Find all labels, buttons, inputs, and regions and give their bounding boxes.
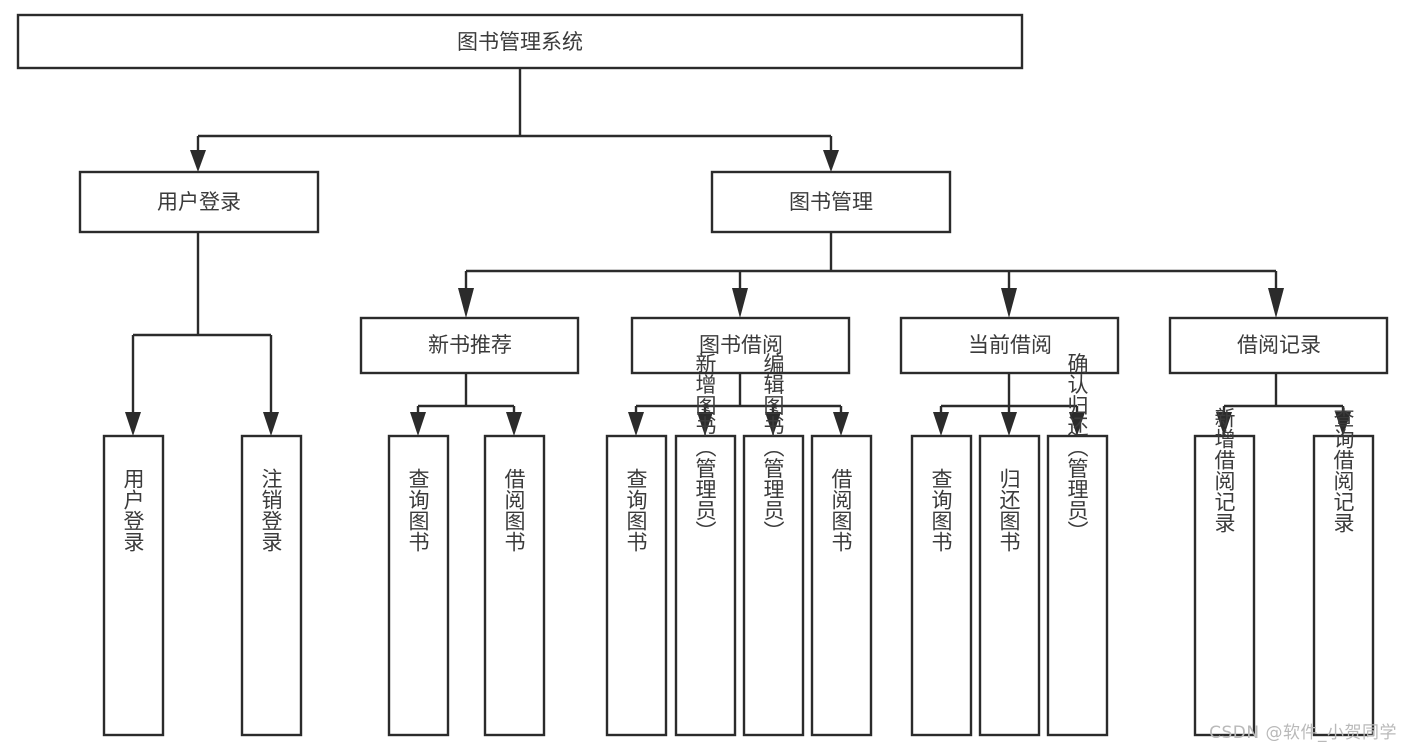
node-leaf-query-book-1-label: 查询图书 bbox=[406, 468, 430, 552]
node-root-label: 图书管理系统 bbox=[457, 30, 583, 54]
node-borrow-record-label: 借阅记录 bbox=[1237, 333, 1321, 357]
node-leaf-add-record[interactable]: 新增借阅记录 bbox=[1193, 407, 1256, 737]
node-leaf-confirm-return-box[interactable] bbox=[1046, 434, 1109, 737]
arrow-head-leaf-edit-book bbox=[765, 412, 781, 436]
node-leaf-query-book-3-label: 查询图书 bbox=[929, 468, 953, 552]
node-leaf-query-book-3[interactable]: 查询图书 bbox=[910, 434, 973, 737]
node-book-borrow[interactable]: 图书借阅 bbox=[630, 316, 851, 375]
arrow-head-new-book-recommend bbox=[458, 288, 474, 318]
node-leaf-return-book-box[interactable] bbox=[978, 434, 1041, 737]
node-user-login-box[interactable] bbox=[78, 170, 320, 234]
node-leaf-query-book-1[interactable]: 查询图书 bbox=[387, 434, 450, 737]
node-leaf-confirm-return[interactable]: 确认归还（管理员） bbox=[1046, 353, 1109, 737]
node-leaf-add-book[interactable]: 新增图书（管理员） bbox=[674, 353, 737, 737]
node-leaf-logout-login-label: 注销登录 bbox=[259, 468, 283, 552]
node-leaf-query-record-box[interactable] bbox=[1312, 434, 1375, 737]
node-current-borrow-label: 当前借阅 bbox=[968, 333, 1052, 357]
node-current-borrow-box[interactable] bbox=[899, 316, 1120, 375]
node-leaf-borrow-book-1-label: 借阅图书 bbox=[502, 468, 526, 552]
node-borrow-record[interactable]: 借阅记录 bbox=[1168, 316, 1389, 375]
node-current-borrow[interactable]: 当前借阅 bbox=[899, 316, 1120, 375]
arrow-head-leaf-logout-login bbox=[263, 412, 279, 436]
arrow-head-leaf-query-book-3 bbox=[933, 412, 949, 436]
node-user-login-label: 用户登录 bbox=[157, 190, 241, 214]
node-root-box[interactable] bbox=[16, 13, 1024, 70]
node-leaf-return-book-label: 归还图书 bbox=[997, 468, 1021, 552]
node-leaf-add-record-box[interactable] bbox=[1193, 434, 1256, 737]
node-new-book-recommend-label: 新书推荐 bbox=[428, 333, 512, 357]
node-new-book-recommend[interactable]: 新书推荐 bbox=[359, 316, 580, 375]
arrow-head-book-manage bbox=[823, 150, 839, 172]
node-book-borrow-box[interactable] bbox=[630, 316, 851, 375]
node-leaf-edit-book-box[interactable] bbox=[742, 434, 805, 737]
node-leaf-borrow-book-1-box[interactable] bbox=[483, 434, 546, 737]
node-leaf-add-record-label: 新增借阅记录 bbox=[1212, 407, 1236, 533]
node-leaf-query-book-2-box[interactable] bbox=[605, 434, 668, 737]
node-root[interactable]: 图书管理系统 bbox=[16, 13, 1024, 70]
node-book-manage-label: 图书管理 bbox=[789, 190, 873, 214]
node-book-manage[interactable]: 图书管理 bbox=[710, 170, 952, 234]
arrow-head-leaf-return-book bbox=[1001, 412, 1017, 436]
connector-group bbox=[125, 68, 1351, 436]
arrow-head-current-borrow bbox=[1001, 288, 1017, 318]
node-book-manage-box[interactable] bbox=[710, 170, 952, 234]
arrow-head-leaf-borrow-book-2 bbox=[833, 412, 849, 436]
node-leaf-user-login-label: 用户登录 bbox=[121, 468, 145, 552]
node-new-book-recommend-box[interactable] bbox=[359, 316, 580, 375]
node-leaf-query-book-2-label: 查询图书 bbox=[624, 468, 648, 552]
node-leaf-logout-login-box[interactable] bbox=[240, 434, 303, 737]
node-leaf-query-record[interactable]: 查询借阅记录 bbox=[1312, 407, 1375, 737]
arrow-head-leaf-add-record bbox=[1216, 412, 1232, 436]
node-borrow-record-box[interactable] bbox=[1168, 316, 1389, 375]
arrow-head-book-borrow bbox=[732, 288, 748, 318]
arrow-head-leaf-borrow-book-1 bbox=[506, 412, 522, 436]
node-leaf-edit-book[interactable]: 编辑图书（管理员） bbox=[742, 353, 805, 737]
node-leaf-add-book-label: 新增图书（管理员） bbox=[693, 353, 717, 542]
node-leaf-query-book-3-box[interactable] bbox=[910, 434, 973, 737]
node-leaf-borrow-book-1[interactable]: 借阅图书 bbox=[483, 434, 546, 737]
node-user-login[interactable]: 用户登录 bbox=[78, 170, 320, 234]
node-leaf-edit-book-label: 编辑图书（管理员） bbox=[761, 353, 785, 542]
node-leaf-query-book-2[interactable]: 查询图书 bbox=[605, 434, 668, 737]
arrow-head-leaf-query-record bbox=[1335, 412, 1351, 436]
node-leaf-borrow-book-2[interactable]: 借阅图书 bbox=[810, 434, 873, 737]
arrow-head-leaf-query-book-2 bbox=[628, 412, 644, 436]
node-leaf-confirm-return-label: 确认归还（管理员） bbox=[1065, 353, 1089, 542]
node-leaf-query-book-1-box[interactable] bbox=[387, 434, 450, 737]
node-book-borrow-label: 图书借阅 bbox=[699, 333, 783, 357]
arrow-head-borrow-record bbox=[1268, 288, 1284, 318]
arrow-head-leaf-confirm-return bbox=[1069, 412, 1085, 436]
node-leaf-borrow-book-2-box[interactable] bbox=[810, 434, 873, 737]
node-leaf-add-book-box[interactable] bbox=[674, 434, 737, 737]
node-leaf-user-login[interactable]: 用户登录 bbox=[102, 434, 165, 737]
node-leaf-return-book[interactable]: 归还图书 bbox=[978, 434, 1041, 737]
node-leaf-query-record-label: 查询借阅记录 bbox=[1331, 407, 1355, 533]
arrow-head-user-login bbox=[190, 150, 206, 172]
node-leaf-borrow-book-2-label: 借阅图书 bbox=[829, 468, 853, 552]
watermark-label: CSDN @软件_小贺同学 bbox=[1209, 723, 1397, 743]
arrow-head-leaf-user-login bbox=[125, 412, 141, 436]
arrow-head-leaf-add-book bbox=[697, 412, 713, 436]
node-leaf-user-login-box[interactable] bbox=[102, 434, 165, 737]
arrow-head-leaf-query-book-1 bbox=[410, 412, 426, 436]
node-leaf-logout-login[interactable]: 注销登录 bbox=[240, 434, 303, 737]
